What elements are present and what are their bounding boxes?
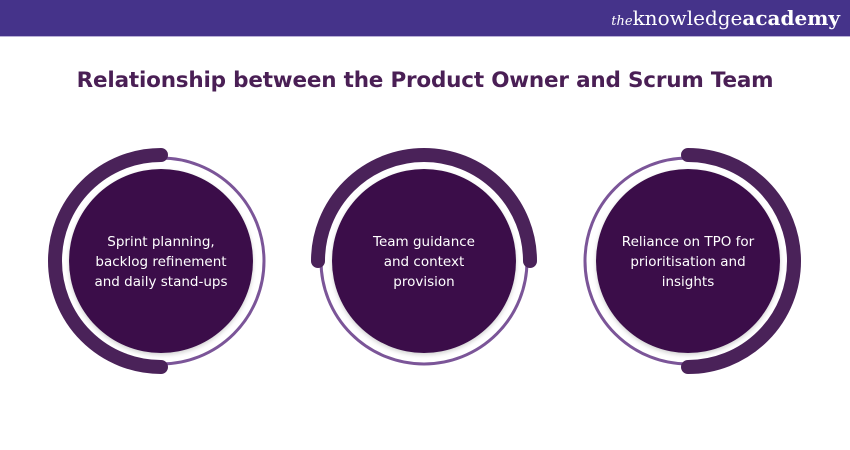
header-bar: theknowledgeacademy [0, 0, 850, 37]
logo-academy: academy [742, 6, 840, 30]
page-title: Relationship between the Product Owner a… [76, 68, 774, 93]
circle-item-3 [583, 148, 801, 374]
item-2-line-3: provision [393, 274, 455, 290]
disk-2 [332, 169, 516, 353]
item-1-line-2: backlog refinement [95, 254, 227, 270]
thick-arc-left [48, 148, 168, 374]
brand-logo[interactable]: theknowledgeacademy [611, 5, 840, 31]
disk-3 [596, 169, 780, 353]
item-2-line-2: and context [383, 254, 465, 270]
circle-item-2 [311, 148, 537, 366]
item-3-text: Reliance on TPO for prioritisation and i… [603, 232, 773, 292]
item-3-line-3: insights [661, 274, 715, 290]
item-3-line-1: Reliance on TPO for [621, 234, 755, 250]
logo-prefix: the [611, 14, 633, 29]
item-2-text: Team guidance and context provision [339, 232, 509, 292]
logo-knowledge: knowledge [632, 6, 743, 30]
item-1-line-3: and daily stand-ups [94, 274, 228, 290]
thick-arc-right [681, 148, 801, 374]
item-3-line-2: prioritisation and [630, 254, 746, 270]
thick-arc-top [311, 148, 537, 268]
circle-item-1 [48, 148, 266, 374]
item-1-text: Sprint planning, backlog refinement and … [76, 232, 246, 292]
item-2-line-1: Team guidance [373, 234, 475, 250]
disk-1 [69, 169, 253, 353]
item-1-line-1: Sprint planning, [107, 234, 215, 250]
